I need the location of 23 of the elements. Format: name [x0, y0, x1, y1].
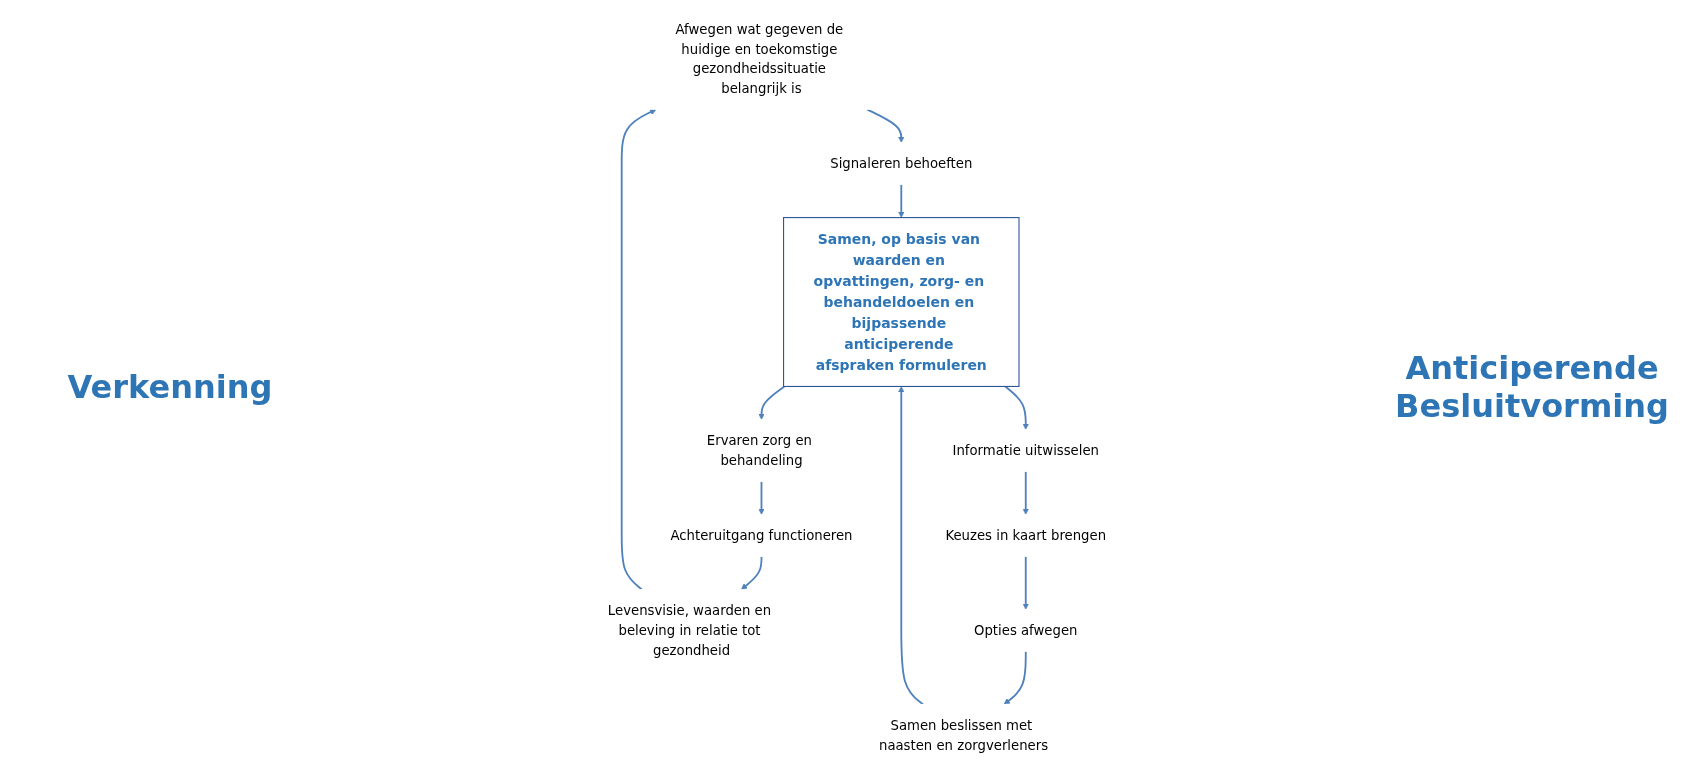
- node-text: Achteruitgang functioneren: [670, 527, 853, 544]
- node-text: Ervaren zorg en behandeling: [706, 432, 812, 469]
- arrow: [741, 555, 763, 590]
- arrow: [620, 109, 657, 591]
- arrow: [758, 385, 786, 420]
- node-text: Informatie uitwisselen: [952, 442, 1099, 459]
- node-text: Levensvisie, waarden en beleving in relatie tot gezondheid: [607, 602, 772, 658]
- arrow: [898, 183, 905, 218]
- node-text: Keuzes in kaart brengen: [945, 527, 1107, 544]
- arrow: [898, 386, 924, 706]
- section-heading: Verkenning: [67, 367, 273, 406]
- arrow: [866, 108, 905, 143]
- node-text: Opties afwegen: [974, 622, 1078, 639]
- section-heading: Anticiperende Besluitvorming: [1395, 348, 1669, 425]
- arrow: [758, 480, 765, 515]
- arrow: [1022, 470, 1029, 515]
- node-box: Samen, op basis van waarden en opvattingen, zorg- en behandeldoelen en bijpassende anticiperende afspraken formuleren: [783, 217, 1020, 387]
- node-text: Samen beslissen met naasten en zorgverleners: [878, 717, 1049, 753]
- arrow: [1004, 385, 1029, 430]
- arrow: [1003, 650, 1027, 705]
- node-text: Signaleren behoeften: [830, 155, 973, 172]
- arrow: [1022, 555, 1029, 610]
- node-text: Afwegen wat gegeven de huidige en toekomstige gezondheidssituatie belangrijk is: [675, 21, 844, 97]
